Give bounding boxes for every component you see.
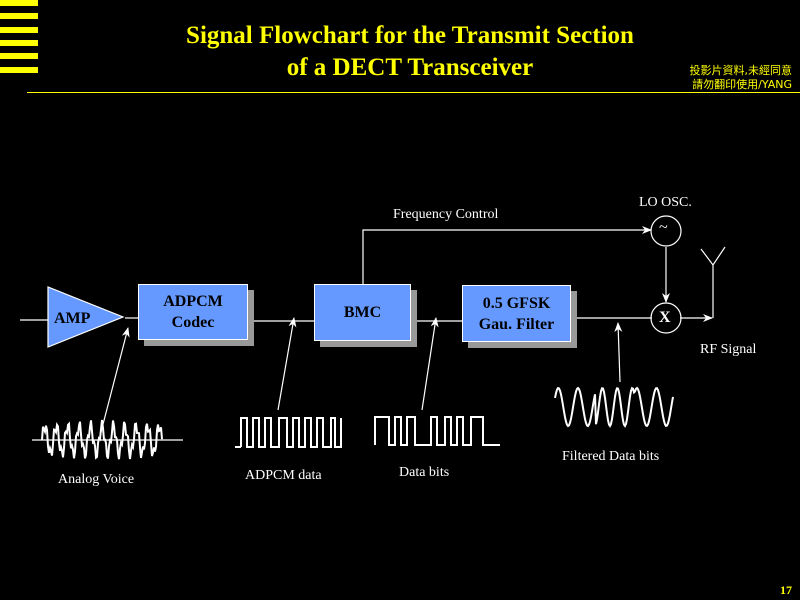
amp-label: AMP (54, 310, 91, 327)
copyright-line-1: 投影片資料,未經同意 (689, 64, 793, 77)
rf-signal-label: RF Signal (700, 342, 757, 357)
pointer-filtered-bits (614, 322, 623, 383)
codec-label-line-1: ADPCM (163, 293, 223, 310)
pointer-adpcm-data (277, 317, 297, 411)
codec-label-line-2: Codec (171, 314, 215, 331)
bmc-label: BMC (343, 304, 382, 321)
pointer-analog-voice (100, 327, 130, 433)
antenna-icon (700, 246, 726, 267)
data-bits-waveform (374, 416, 500, 446)
filter-label-line-1: 0.5 GFSK (482, 294, 551, 312)
gfsk-filter-block: 0.5 GFSK Gau. Filter (462, 285, 571, 342)
title-line-1: Signal Flowchart for the Transmit Sectio… (186, 22, 634, 49)
stripe (0, 53, 38, 59)
slide-title: Signal Flowchart for the Transmit Sectio… (140, 20, 680, 84)
stripe (0, 13, 38, 19)
filtered-data-waveform (554, 386, 674, 428)
lo-osc-label: LO OSC. (639, 195, 692, 210)
copyright-line-2: 請勿翻印使用/YANG (692, 78, 792, 91)
stripe (0, 0, 38, 6)
analog-voice-waveform (41, 419, 163, 460)
page-number: 17 (780, 583, 792, 597)
adpcm-data-label: ADPCM data (245, 468, 322, 483)
stripe (0, 67, 38, 73)
frequency-control-label: Frequency Control (393, 207, 499, 222)
adpcm-data-waveform (235, 417, 342, 448)
stripe (0, 27, 38, 33)
adpcm-codec-block: ADPCM Codec (138, 284, 248, 340)
frequency-control-arrow (362, 226, 652, 284)
pointer-data-bits (421, 317, 439, 411)
oscillator-symbol: ~ (659, 219, 668, 236)
mixer-symbol: X (659, 309, 671, 326)
amp-triangle (47, 286, 125, 348)
bmc-block: BMC (314, 284, 411, 341)
mixer-circle (650, 302, 682, 334)
title-line-2: of a DECT Transceiver (286, 54, 534, 81)
title-divider (27, 92, 800, 93)
filtered-data-bits-label: Filtered Data bits (562, 449, 660, 464)
lo-oscillator-circle (650, 215, 682, 247)
stripe (0, 40, 38, 46)
analog-voice-label: Analog Voice (58, 472, 135, 487)
copyright-note: 投影片資料,未經同意 請勿翻印使用/YANG (690, 64, 793, 92)
data-bits-label: Data bits (399, 465, 450, 480)
filter-label-line-2: Gau. Filter (478, 315, 555, 333)
